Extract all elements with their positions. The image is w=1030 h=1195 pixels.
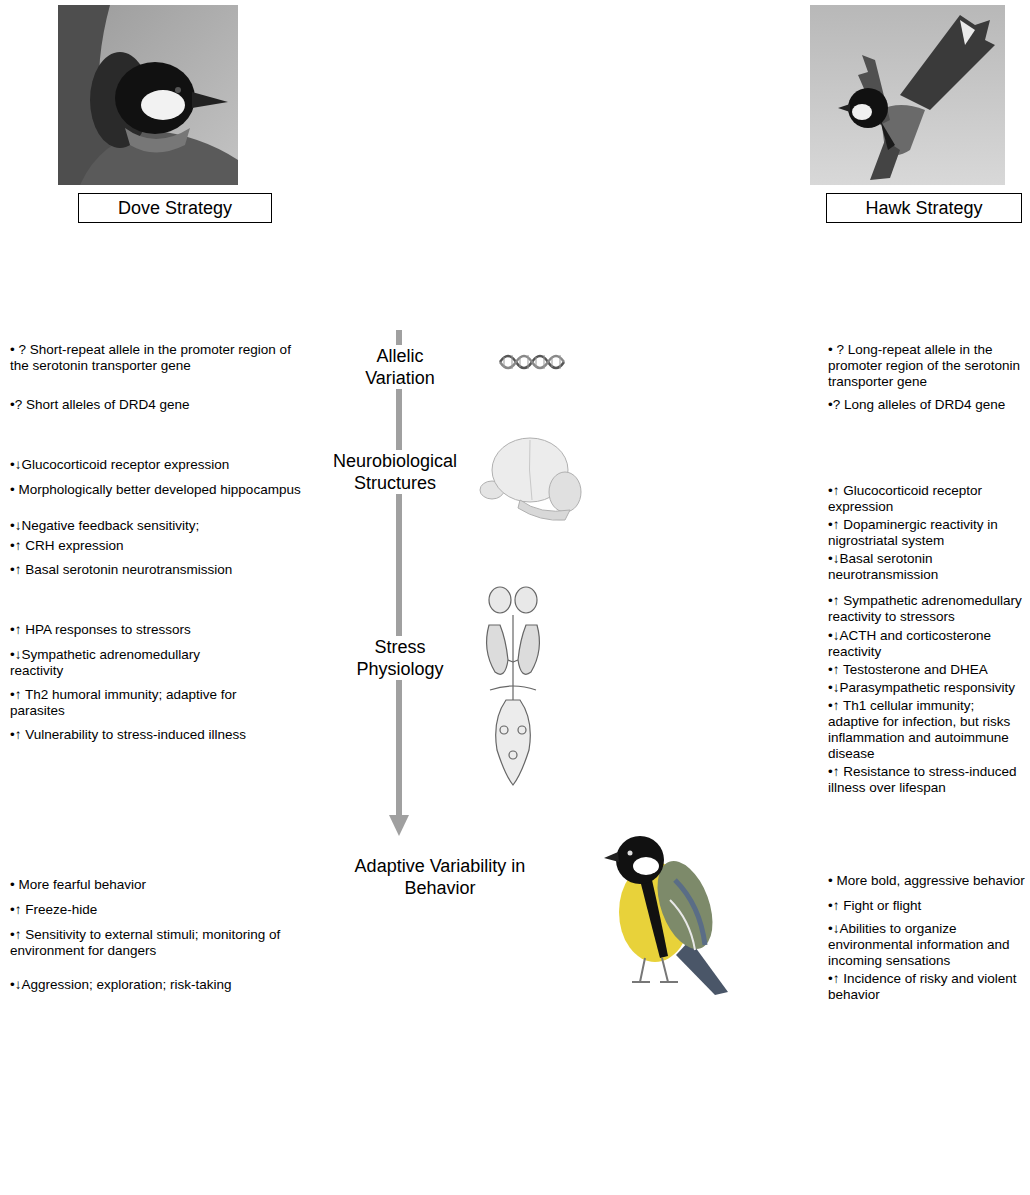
strategy-box: Dove Strategy [78,193,272,223]
hawk-photo [810,5,1005,185]
adrenal-figure [487,587,540,785]
bullet-text: •↑ Glucocorticoid receptor expression [828,483,1025,515]
bullet-text: •↑ Vulnerability to stress-induced illne… [10,727,280,743]
bullet-text: •↓Negative feedback sensitivity; [10,518,310,534]
bullet-text: •↑ Dopaminergic reactivity in nigrostria… [828,517,1025,549]
bullet-text: • ? Short-repeat allele in the promoter … [10,342,310,374]
strategy-title: Hawk Strategy [865,197,982,219]
bullet-text: •↓Basal serotonin neurotransmission [828,551,1025,583]
strategy-title: Dove Strategy [118,197,232,219]
bullet-text: •↑ Th2 humoral immunity; adaptive for pa… [10,687,290,719]
bullet-text: •? Short alleles of DRD4 gene [10,397,310,413]
bullet-text: •↑ CRH expression [10,538,310,554]
bullet-text: •↓Parasympathetic responsivity [828,680,1025,696]
bullet-text: •↑ Resistance to stress-induced illness … [828,764,1025,796]
bullet-text: •↓Glucocorticoid receptor expression [10,457,310,473]
bullet-text: •↑ Sympathetic adrenomedullary reactivit… [828,593,1025,625]
bullet-text: •↑ Basal serotonin neurotransmission [10,562,310,578]
bullet-text: •↑ Fight or flight [828,898,1025,914]
bullet-text: •↑ Sensitivity to external stimuli; moni… [10,927,290,959]
level-label: Adaptive Variability in Behavior [335,855,545,899]
bullet-text: •↑ Th1 cellular immunity; adaptive for i… [828,698,1025,762]
bullet-text: •↑ Testosterone and DHEA [828,662,1025,678]
bullet-text: • Morphologically better developed hippo… [10,482,310,498]
dna-icon [500,355,564,369]
great-tit-illustration [604,836,728,995]
bullet-text: •↓Abilities to organize environmental in… [828,921,1025,969]
brain-icon [480,438,581,520]
level-label: Neurobiological Structures [315,450,475,494]
bullet-text: •↑ Incidence of risky and violent behavi… [828,971,1025,1003]
bullet-text: • ? Long-repeat allele in the promoter r… [828,342,1025,390]
strategy-box: Hawk Strategy [826,193,1022,223]
bullet-text: • More bold, aggressive behavior [828,873,1025,889]
bullet-text: •↑ HPA responses to stressors [10,622,310,638]
bullet-text: •? Long alleles of DRD4 gene [828,397,1025,413]
level-label: Allelic Variation [345,345,455,389]
central-arrow [389,330,409,836]
bullet-text: •↓Sympathetic adrenomedullary reactivity [10,647,250,679]
level-label: Stress Physiology [345,636,455,680]
bullet-text: • More fearful behavior [10,877,310,893]
bullet-text: •↓ACTH and corticosterone reactivity [828,628,1025,660]
dove-photo [58,5,238,185]
bullet-text: •↑ Freeze-hide [10,902,310,918]
bullet-text: •↓Aggression; exploration; risk-taking [10,977,290,993]
